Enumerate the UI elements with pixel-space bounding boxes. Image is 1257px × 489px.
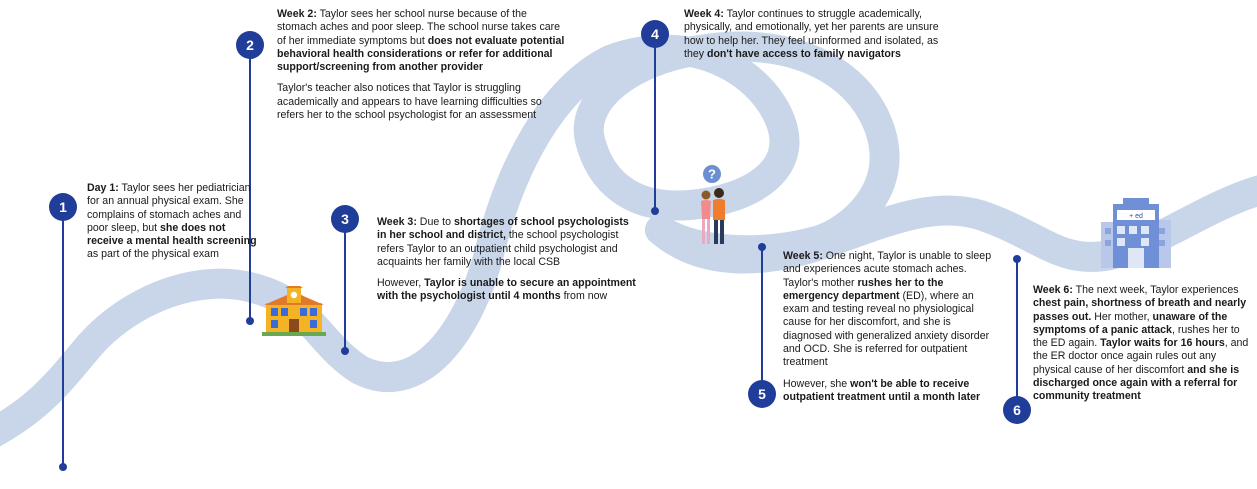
step-paragraph: However, she won't be able to receive ou…: [783, 378, 993, 405]
step-6-text: Week 6: The next week, Taylor experience…: [1033, 284, 1249, 412]
step-2-badge: 2: [236, 31, 264, 59]
text-run: Week 2:: [277, 8, 317, 20]
text-run: won't be able to receive outpatient trea…: [783, 377, 981, 403]
step-paragraph: Week 5: One night, Taylor is unable to s…: [783, 250, 993, 370]
svg-text:+ ed: + ed: [1129, 213, 1143, 220]
text-run: Her mother,: [1091, 310, 1153, 323]
text-run: , and the ER doctor once again rules out…: [1033, 337, 1249, 376]
text-run: as part of the physical exam: [87, 248, 219, 261]
step-2-text: Week 2: Taylor sees her school nurse bec…: [277, 8, 565, 130]
step-paragraph: Week 6: The next week, Taylor experience…: [1033, 284, 1249, 404]
text-run: rushes her to the emergency department: [783, 276, 944, 302]
text-run: (ED), where an exam and testing reveal n…: [783, 289, 990, 369]
text-run: Taylor is unable to secure an appointmen…: [377, 277, 636, 303]
text-run: Day 1:: [87, 182, 119, 194]
hospital-building-icon: + ed: [1101, 198, 1171, 268]
step-5-text: Week 5: One night, Taylor is unable to s…: [783, 250, 993, 412]
text-run: unaware of the symptoms of a panic attac…: [1033, 310, 1228, 336]
text-run: the school psychologist refers Taylor to…: [377, 229, 619, 268]
text-run: Taylor sees her school nurse because of …: [277, 8, 561, 47]
step-paragraph: Week 4: Taylor continues to struggle aca…: [684, 8, 952, 61]
text-run: chest pain, shortness of breath and near…: [1033, 297, 1247, 323]
text-run: However, she: [783, 377, 851, 390]
step-4-marker: [651, 207, 659, 215]
step-5-connector: [761, 246, 763, 394]
text-run: Taylor's teacher also notices that Taylo…: [277, 82, 542, 122]
text-run: Week 5:: [783, 250, 823, 262]
parents-icon: [701, 188, 725, 244]
step-1-connector: [62, 216, 64, 466]
step-4-text: Week 4: Taylor continues to struggle aca…: [684, 8, 952, 69]
step-paragraph: Week 3: Due to shortages of school psych…: [377, 216, 639, 269]
step-3-text: Week 3: Due to shortages of school psych…: [377, 216, 639, 312]
text-run: shortages of school psychologists in her…: [377, 216, 629, 242]
text-run: , rushes her to the ED again.: [1033, 323, 1240, 350]
text-run: Week 4:: [684, 8, 724, 20]
text-run: Taylor sees her pediatrician for an annu…: [87, 182, 251, 234]
step-4-connector: [654, 47, 656, 211]
step-4-badge: 4: [641, 20, 669, 48]
text-run: However,: [377, 277, 425, 290]
step-paragraph: Week 2: Taylor sees her school nurse bec…: [277, 8, 565, 74]
step-6-connector: [1016, 258, 1018, 406]
road-path: [0, 31, 900, 447]
text-run: The next week, Taylor experiences: [1072, 284, 1239, 296]
step-1-marker: [59, 463, 67, 471]
step-5-marker: [758, 243, 766, 251]
text-run: don't have access to family navigators: [706, 47, 901, 60]
text-run: Week 3:: [377, 216, 417, 228]
text-run: Taylor waits for 16 hours: [1100, 337, 1225, 350]
step-3-badge: 3: [331, 205, 359, 233]
step-6-badge: 6: [1003, 396, 1031, 424]
text-run: and she is discharged once again with a …: [1033, 363, 1240, 403]
school-building-icon: [262, 286, 326, 336]
text-run: does not evaluate potential behavioral h…: [277, 34, 565, 74]
question-mark-icon: ?: [703, 165, 721, 183]
text-run: Taylor continues to struggle academicall…: [684, 8, 939, 60]
step-1-badge: 1: [49, 193, 77, 221]
step-paragraph: However, Taylor is unable to secure an a…: [377, 277, 639, 304]
step-paragraph: Day 1: Taylor sees her pediatrician for …: [87, 182, 259, 262]
step-1-text: Day 1: Taylor sees her pediatrician for …: [87, 182, 259, 270]
step-2-marker: [246, 317, 254, 325]
step-6-marker: [1013, 255, 1021, 263]
text-run: she does not receive a mental health scr…: [87, 221, 257, 248]
text-run: Due to: [416, 216, 454, 228]
step-paragraph: Taylor's teacher also notices that Taylo…: [277, 82, 565, 122]
step-3-connector: [344, 232, 346, 350]
step-2-connector: [249, 58, 251, 320]
step-5-badge: 5: [748, 380, 776, 408]
text-run: Week 6:: [1033, 284, 1073, 296]
svg-text:?: ?: [708, 167, 716, 182]
step-3-marker: [341, 347, 349, 355]
text-run: One night, Taylor is unable to sleep and…: [783, 250, 992, 289]
text-run: from now: [560, 290, 608, 303]
